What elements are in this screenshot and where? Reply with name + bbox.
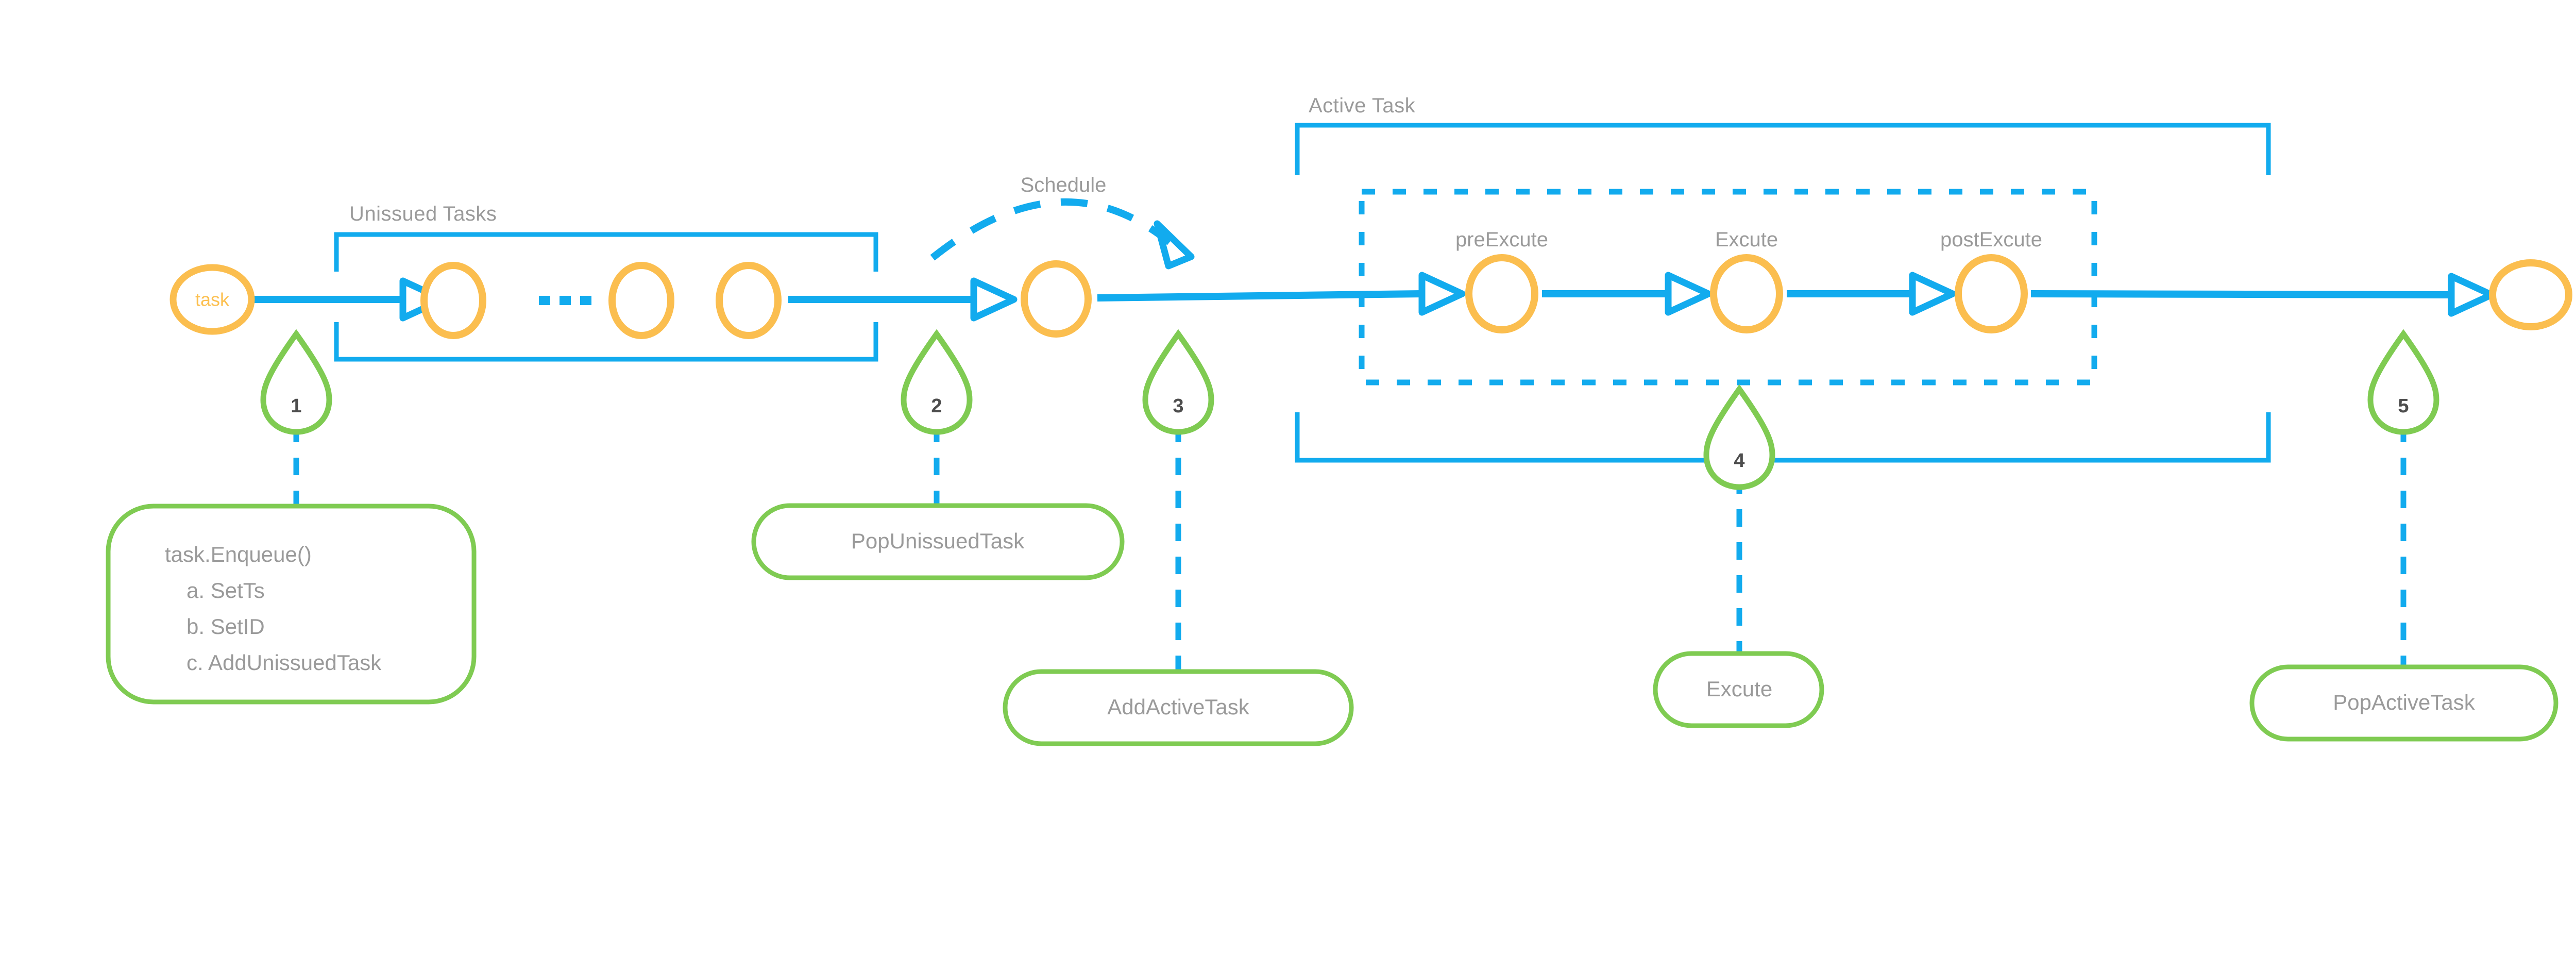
node-post-excute[interactable] [1955, 254, 2028, 333]
flow-line-post-to-done [2030, 290, 2452, 298]
post-excute-label: postExcute [1940, 228, 2042, 251]
callout-pop-unissued-label: PopUnissuedTask [851, 529, 1025, 553]
task-nodes: task [170, 254, 2572, 339]
callout-excute[interactable]: Excute [1653, 651, 1824, 728]
marker-group-4: 4 [1703, 384, 1775, 654]
arrowhead-icon [1909, 272, 1956, 316]
node-completed-task[interactable] [2489, 259, 2572, 330]
marker-group-3: 3 [1142, 329, 1214, 671]
marker-1-number: 1 [291, 395, 301, 417]
bracket-top [334, 232, 878, 272]
marker-2-number: 2 [931, 395, 942, 417]
unissued-tasks-bracket [334, 232, 878, 362]
arrowhead-icon [1665, 272, 1712, 316]
callout-add-active[interactable]: AddActiveTask [1003, 669, 1354, 746]
marker-1-teardrop[interactable] [260, 329, 332, 435]
node-unissued-2[interactable] [608, 262, 674, 339]
callout-pop-unissued-box[interactable] [751, 503, 1125, 580]
active-task-bracket [1295, 123, 2271, 463]
node-excute[interactable] [1710, 254, 1783, 333]
marker-4-teardrop[interactable] [1703, 384, 1775, 490]
flow-line-schedule-to-pre [1097, 290, 1422, 302]
bracket-top [1295, 123, 2271, 175]
bracket-bottom [334, 322, 878, 362]
ellipsis-dot [580, 296, 591, 305]
bracket-bottom [1295, 412, 2271, 463]
unissued-tasks-label: Unissued Tasks [349, 203, 497, 225]
arrowhead-icon [1154, 220, 1195, 270]
callout-add-active-box[interactable] [1003, 669, 1354, 746]
marker-5-teardrop[interactable] [2367, 329, 2439, 435]
marker-4-number: 4 [1734, 450, 1744, 472]
marker-3-number: 3 [1173, 395, 1183, 417]
callout-excute-box[interactable] [1653, 651, 1824, 728]
marker-group-1: 1 [260, 329, 332, 510]
arrowhead-icon [2448, 273, 2495, 317]
schedule-arc-path [930, 198, 1172, 261]
arrowhead-icon [1418, 272, 1466, 316]
callout-pop-unissued[interactable]: PopUnissuedTask [751, 503, 1125, 580]
marker-5-number: 5 [2398, 395, 2409, 417]
node-task-start-label: task [195, 289, 230, 310]
node-unissued-3[interactable] [716, 262, 782, 339]
callout-enqueue-line-1: a. SetTs [187, 578, 265, 602]
callout-pop-active[interactable]: PopActiveTask [2249, 664, 2558, 742]
arrowhead-icon [970, 277, 1018, 322]
callout-excute-label: Excute [1706, 677, 1772, 701]
excute-label: Excute [1715, 228, 1778, 251]
schedule-arc-arrow [930, 198, 1195, 270]
marker-2-teardrop[interactable] [901, 329, 973, 435]
callout-enqueue-line-3: c. AddUnissuedTask [187, 650, 382, 675]
queue-ellipsis-dots [539, 296, 591, 305]
callout-add-active-label: AddActiveTask [1107, 695, 1249, 719]
callout-enqueue[interactable]: task.Enqueue() a. SetTs b. SetID c. AddU… [106, 504, 477, 705]
callout-pop-active-box[interactable] [2249, 664, 2558, 742]
schedule-label: Schedule [1021, 174, 1107, 196]
node-pre-excute[interactable] [1465, 254, 1538, 333]
callout-enqueue-line-0: task.Enqueue() [165, 542, 312, 566]
ellipsis-dot [539, 296, 550, 305]
callout-pop-active-label: PopActiveTask [2333, 690, 2475, 714]
node-task-start[interactable] [170, 264, 255, 335]
marker-group-2: 2 [901, 329, 973, 510]
active-task-label: Active Task [1309, 94, 1416, 117]
pre-excute-label: preExcute [1455, 228, 1548, 251]
flow-backbone [251, 272, 2495, 322]
node-scheduled-task[interactable] [1021, 260, 1092, 338]
callout-enqueue-line-2: b. SetID [187, 614, 265, 639]
marker-group-5: 5 [2367, 329, 2439, 667]
ellipsis-dot [560, 296, 571, 305]
callout-enqueue-box[interactable] [106, 504, 477, 705]
node-unissued-1[interactable] [420, 262, 486, 339]
marker-3-teardrop[interactable] [1142, 329, 1214, 435]
